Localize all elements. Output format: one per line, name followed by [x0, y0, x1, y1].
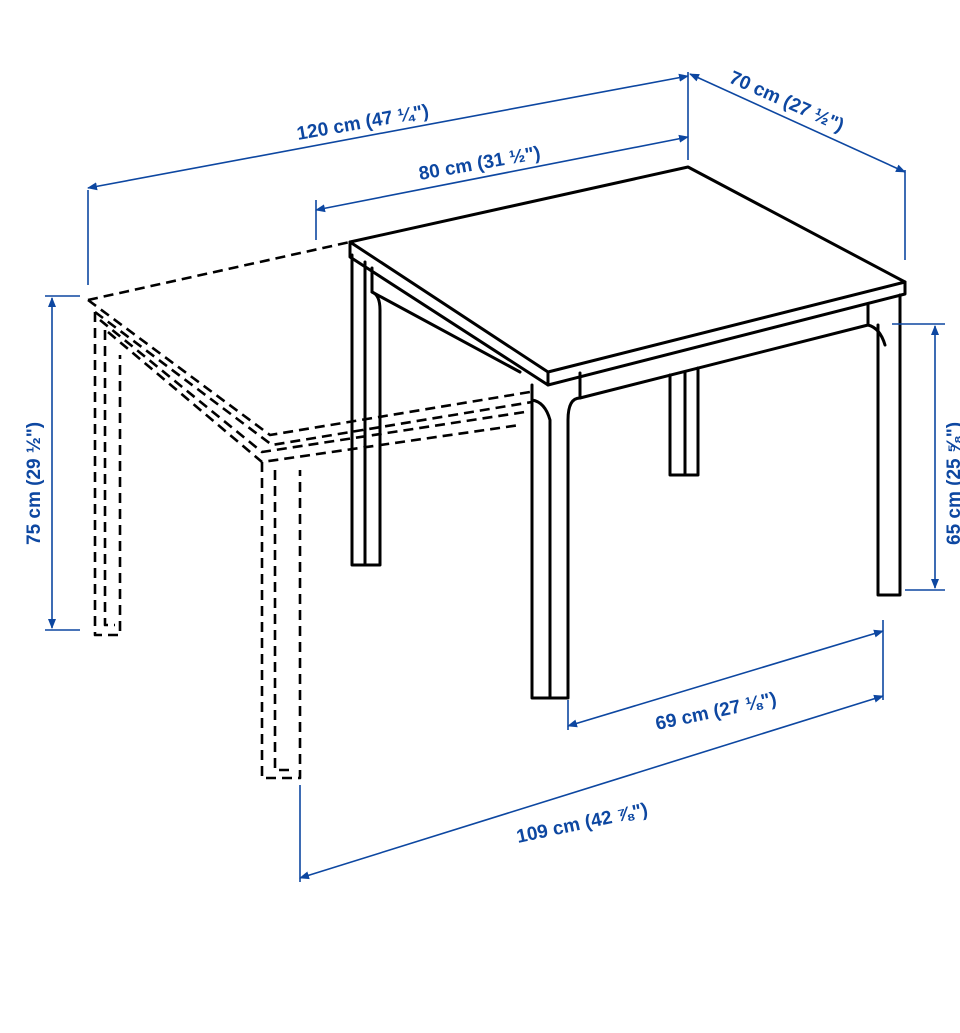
label-depth: 70 cm (27 ½") — [726, 67, 847, 136]
table-outline — [348, 165, 907, 700]
label-leg-span-closed: 69 cm (27 ⅛") — [654, 689, 779, 735]
label-knee-clearance-height: 65 cm (25 ⅝") — [944, 422, 960, 545]
label-extended-length: 120 cm (47 ¼") — [295, 101, 430, 145]
dim-arrow-closed-length — [315, 134, 689, 213]
dimension-lines — [45, 72, 945, 882]
dim-arrow-leg-span-extended — [299, 694, 884, 880]
dim-arrow-depth — [689, 73, 906, 173]
label-leg-span-extended: 109 cm (42 ⅞") — [515, 800, 650, 848]
extension-leaf-outline — [87, 240, 533, 780]
dim-arrow-extended-length — [87, 73, 689, 191]
label-table-height: 75 cm (29 ½") — [24, 422, 45, 545]
